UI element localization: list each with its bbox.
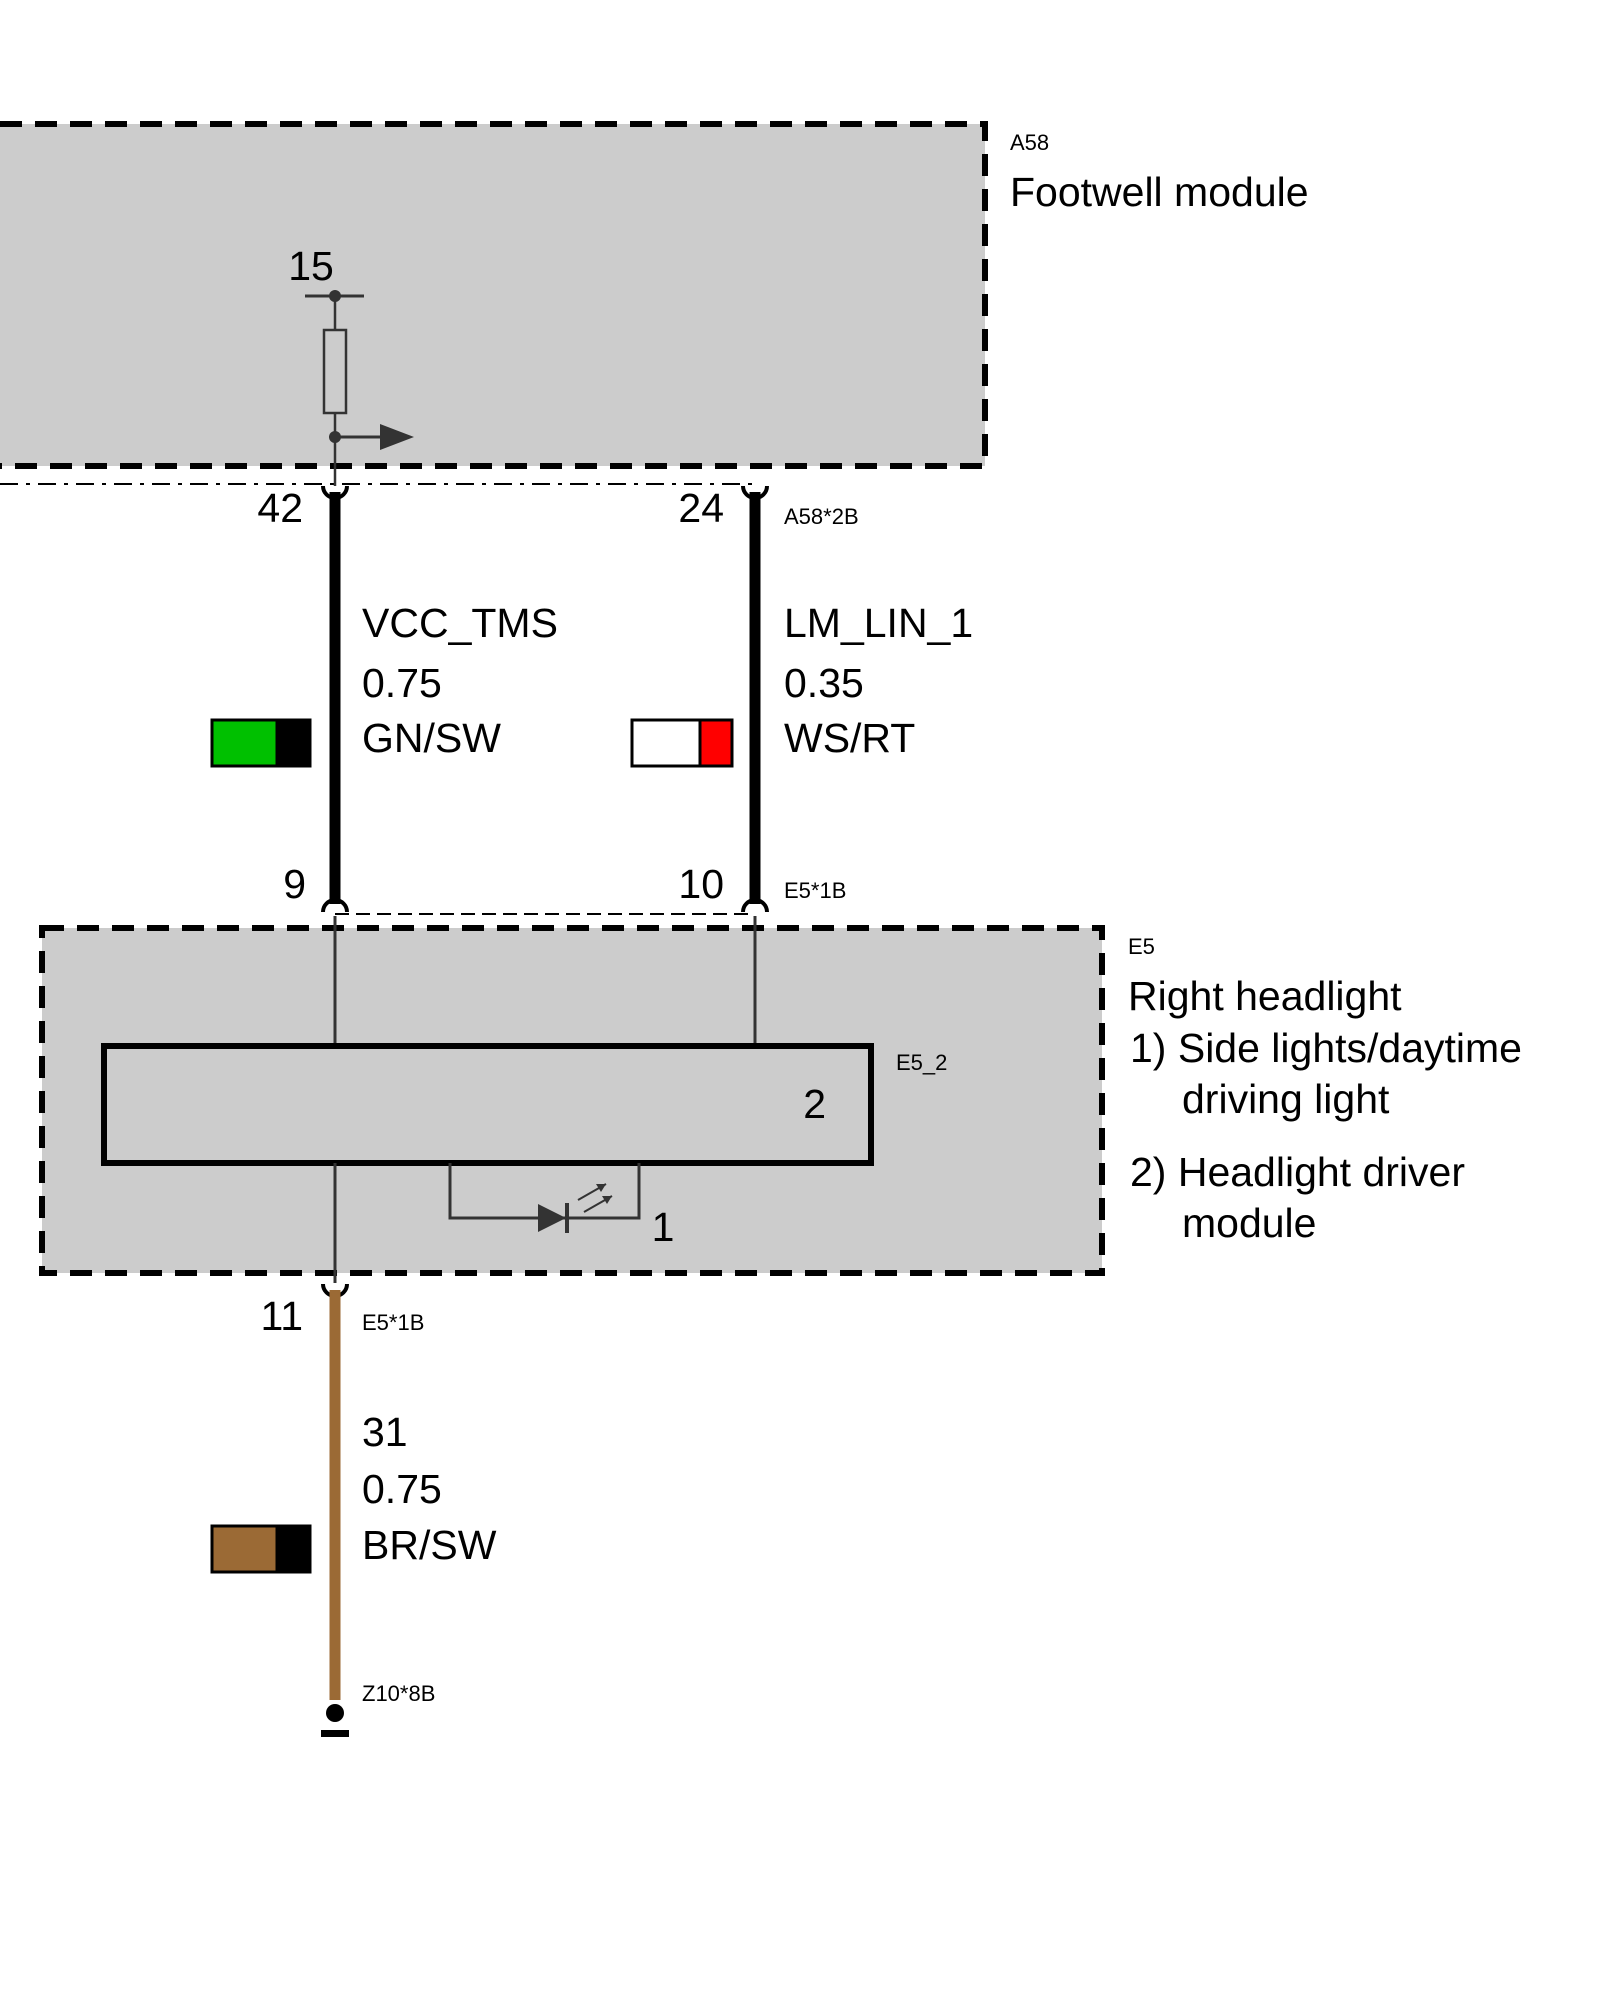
resistor-icon (322, 328, 348, 415)
led-icon (448, 1163, 641, 1233)
connector-e5-1b-bottom: E5*1B (362, 1310, 424, 1335)
connector-a58-2b: A58*2B (784, 504, 859, 529)
pin-11: 11 (260, 1293, 303, 1339)
a58-code: A58 (1010, 130, 1049, 155)
wire-vcc-tms (321, 485, 349, 913)
wire-31-signal: 31 (362, 1409, 408, 1455)
e5-name: Right headlight (1128, 973, 1402, 1019)
wire-vcc-tms-signal: VCC_TMS (362, 600, 558, 646)
output-arrow-icon (380, 424, 414, 450)
wire-lm-lin-1-color-code: WS/RT (784, 715, 915, 761)
sub-component-number: 2 (803, 1081, 826, 1127)
connector-pin-icon (741, 898, 769, 913)
wire-lm-lin-1-signal: LM_LIN_1 (784, 600, 973, 646)
pin-42: 42 (257, 485, 303, 531)
wire-vcc-tms-gauge: 0.75 (362, 660, 442, 706)
e5-note-1-continued: driving light (1182, 1076, 1390, 1122)
wire-vcc-tms-color-code: GN/SW (362, 715, 501, 761)
e5-note-2-continued: module (1182, 1200, 1316, 1246)
right-headlight-module: 2 1 (39, 916, 1105, 1283)
wire-color-swatch-br-sw (210, 1524, 312, 1574)
wire-31-color-code: BR/SW (362, 1522, 497, 1568)
e5-2-code: E5_2 (896, 1050, 947, 1075)
e5-note-2: 2) Headlight driver (1130, 1149, 1465, 1195)
wire-color-swatch-gn-sw (210, 718, 312, 768)
a58-name: Footwell module (1010, 169, 1309, 215)
pin-10: 10 (678, 861, 724, 907)
wire-lm-lin-1-gauge: 0.35 (784, 660, 864, 706)
led-label: 1 (652, 1204, 675, 1250)
wire-lm-lin-1 (741, 485, 769, 913)
wire-color-swatch-ws-rt (630, 718, 734, 768)
connector-z10-8b: Z10*8B (362, 1681, 435, 1706)
wire-ground-31 (321, 1283, 349, 1737)
connector-pin-icon (321, 898, 349, 913)
connector-e5-1b-top: E5*1B (784, 878, 846, 903)
terminal-15-label: 15 (288, 243, 334, 289)
e5-code: E5 (1128, 934, 1155, 959)
ground-point-icon (326, 1704, 344, 1722)
connector-pin-icon (321, 485, 349, 500)
internal-resistor-circuit (305, 290, 414, 486)
connector-pin-icon (741, 485, 769, 500)
e5-note-1: 1) Side lights/daytime (1130, 1025, 1522, 1071)
headlight-driver-module-box (101, 1043, 874, 1166)
ground-symbol-icon (321, 1730, 349, 1737)
wire-31-gauge: 0.75 (362, 1466, 442, 1512)
footwell-module: 15 (0, 121, 988, 486)
pin-24: 24 (678, 485, 724, 531)
pin-9: 9 (283, 861, 306, 907)
